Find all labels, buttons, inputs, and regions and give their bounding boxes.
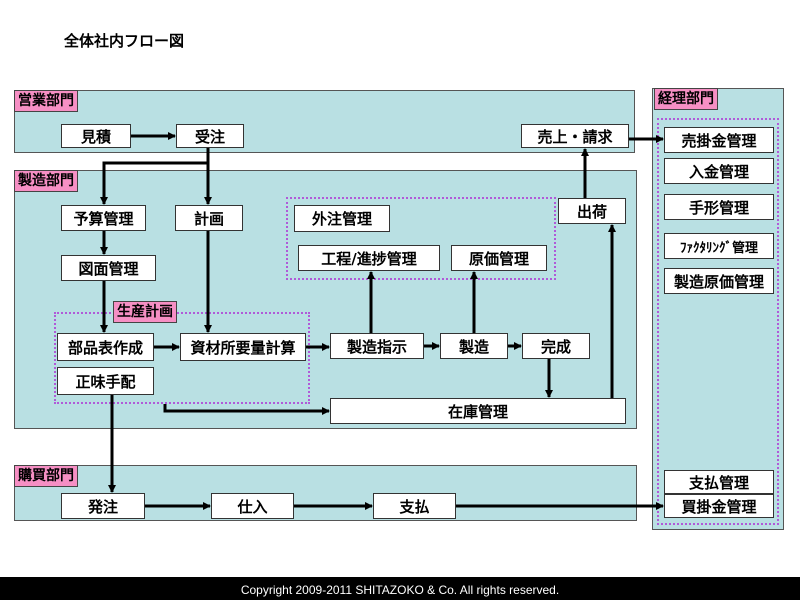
outsourcing-group-border [286, 197, 556, 280]
accounting-department-label: 経理部門 [654, 88, 718, 110]
box-outsourcing[interactable]: 外注管理 [294, 205, 390, 232]
box-budget[interactable]: 予算管理 [61, 205, 146, 231]
sales-department-label: 営業部門 [14, 90, 78, 112]
box-shipping[interactable]: 出荷 [558, 198, 626, 224]
box-process-progress[interactable]: 工程/進捗管理 [298, 245, 440, 271]
box-bom[interactable]: 部品表作成 [57, 333, 154, 361]
copyright-footer: Copyright 2009-2011 SHITAZOKO & Co. All … [0, 577, 800, 600]
box-factoring[interactable]: ﾌｧｸﾀﾘﾝｸﾞ管理 [664, 233, 774, 259]
box-purchase-order[interactable]: 発注 [61, 493, 145, 519]
manufacturing-department-label: 製造部門 [14, 170, 78, 192]
box-bills[interactable]: 手形管理 [664, 194, 774, 220]
box-order-received[interactable]: 受注 [176, 124, 244, 148]
box-payables[interactable]: 買掛金管理 [664, 494, 774, 518]
box-inventory[interactable]: 在庫管理 [330, 398, 626, 424]
box-manufacture[interactable]: 製造 [440, 333, 508, 359]
box-cost[interactable]: 原価管理 [451, 245, 547, 271]
purchasing-department-label: 購買部門 [14, 465, 78, 487]
box-mfg-instruction[interactable]: 製造指示 [330, 333, 424, 359]
box-drawing[interactable]: 図面管理 [61, 255, 156, 281]
box-mfg-cost[interactable]: 製造原価管理 [664, 268, 774, 294]
diagram-title: 全体社内フロー図 [64, 32, 185, 50]
box-receipts[interactable]: 入金管理 [664, 158, 774, 184]
production-plan-label: 生産計画 [113, 301, 177, 323]
box-net-requirement[interactable]: 正味手配 [57, 367, 154, 395]
box-plan[interactable]: 計画 [175, 205, 243, 231]
production-plan-group-border [54, 312, 310, 404]
box-receivables[interactable]: 売掛金管理 [664, 127, 774, 153]
box-payment[interactable]: 支払 [373, 493, 456, 519]
accounting-group-border [657, 118, 779, 525]
box-purchase[interactable]: 仕入 [211, 493, 294, 519]
box-payment-mgmt[interactable]: 支払管理 [664, 470, 774, 494]
box-sales-billing[interactable]: 売上・請求 [521, 124, 629, 148]
box-completion[interactable]: 完成 [522, 333, 590, 359]
box-estimate[interactable]: 見積 [61, 124, 131, 148]
box-mrp[interactable]: 資材所要量計算 [180, 333, 306, 361]
